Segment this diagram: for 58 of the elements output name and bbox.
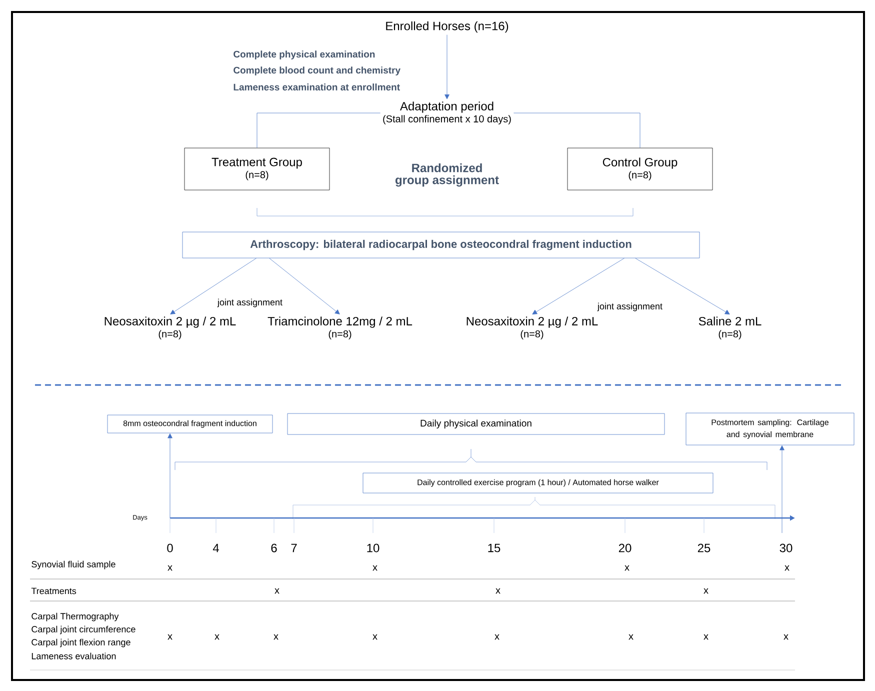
x-mark: x	[274, 634, 278, 640]
note-text: Randomized group assignment	[396, 163, 499, 187]
row-label: Lameness evaluation	[32, 652, 116, 660]
day-number: 30	[780, 544, 792, 552]
x-mark: x	[274, 588, 280, 594]
day-number: 10	[367, 544, 380, 552]
day-number: 7	[291, 544, 297, 552]
x-mark: x	[704, 588, 708, 594]
x-mark: x	[214, 634, 220, 640]
x-mark: x	[168, 565, 172, 571]
node-text: Neosaxitoxin 2 µg / 2 mL (n=8)	[104, 316, 236, 340]
x-mark: x	[704, 634, 708, 640]
row-label: Carpal joint flexion range	[32, 638, 130, 648]
row-label: Carpal joint circumference	[32, 626, 136, 634]
arrow	[532, 258, 624, 314]
x-mark: x	[628, 634, 634, 640]
node-text: Neosaxitoxin 2 µg / 2 mL (n=8)	[466, 316, 598, 340]
day-number: 15	[488, 544, 500, 552]
row-label: Treatments	[31, 588, 76, 594]
arrow	[168, 433, 172, 518]
connector-line	[256, 112, 381, 148]
node-text: Enrolled Horses (n=16)	[386, 21, 508, 33]
note-text: Lameness examination at enrollment	[234, 84, 400, 90]
arrow	[635, 258, 730, 314]
x-mark: x	[372, 565, 378, 571]
procedure-box: Arthroscopy: bilateral radiocarpal bone osteocondral fragment induction	[182, 232, 700, 258]
x-mark: x	[784, 634, 788, 640]
event-box: Postmortem sampling: Cartilage and synovial membrane	[686, 412, 854, 446]
arrow	[170, 258, 256, 314]
day-number: 4	[212, 544, 219, 552]
day-number: 25	[698, 544, 710, 552]
connector-line	[513, 112, 640, 148]
x-mark: x	[624, 565, 630, 571]
day-number: 6	[271, 544, 277, 552]
note-text: Complete physical examination	[234, 50, 375, 60]
day-number: 0	[167, 544, 173, 552]
node-text: Adaptation period (Stall confinement x 10 days)	[383, 102, 511, 124]
node-text: Saline 2 mL (n=8)	[698, 316, 762, 340]
x-mark: x	[372, 634, 378, 640]
group-box: Treatment Group (n=8)	[184, 148, 330, 190]
arrow	[269, 258, 340, 314]
arrow	[444, 34, 450, 100]
note-text: Complete blood count and chemistry	[234, 66, 400, 76]
event-box: Daily controlled exercise program (1 hour) / Automated horse walker	[362, 472, 714, 494]
arrow	[780, 445, 784, 534]
node-text: Triamcinolone 12mg / 2 mL (n=8)	[268, 316, 412, 340]
x-mark: x	[168, 634, 172, 640]
x-mark: x	[784, 565, 790, 571]
event-box: Daily physical examination	[287, 413, 665, 435]
annotation-text: joint assignment	[217, 298, 282, 308]
annotation-text: joint assignment	[597, 302, 662, 312]
event-box: 8mm osteocondral fragment induction	[107, 414, 273, 434]
row-label: Synovial fluid sample	[32, 560, 116, 570]
x-mark: x	[496, 588, 500, 594]
row-label: Carpal Thermography	[32, 612, 119, 622]
x-mark: x	[494, 634, 500, 640]
day-number: 20	[618, 544, 632, 552]
group-box: Control Group (n=8)	[567, 148, 713, 190]
